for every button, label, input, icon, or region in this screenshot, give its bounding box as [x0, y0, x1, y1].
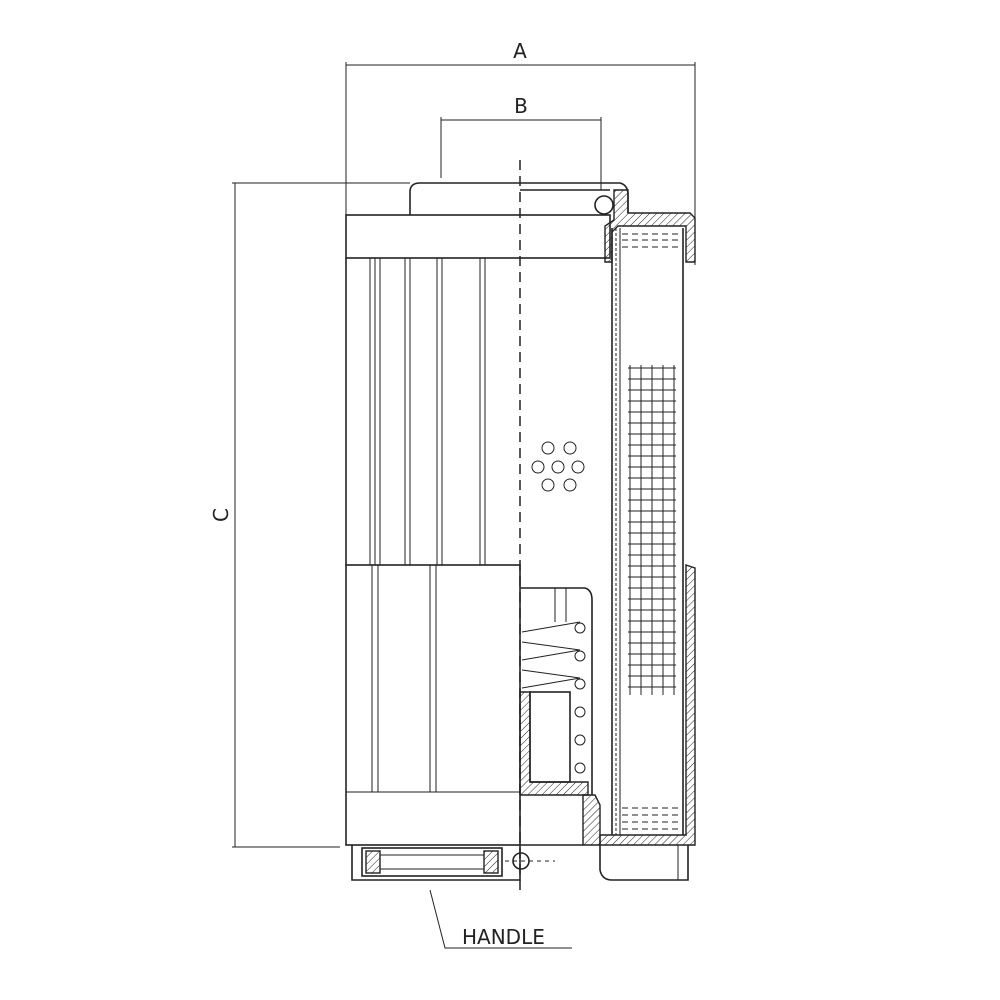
fluid-level-bottom: [622, 807, 680, 830]
dimension-b-label: B: [514, 94, 528, 118]
dimension-c: C: [209, 182, 410, 848]
dimension-b: B: [440, 94, 602, 190]
pleat-body-lower: [345, 564, 521, 846]
bypass-valve-spring: [519, 587, 601, 846]
handle-label: HANDLE: [462, 925, 545, 949]
wire-mesh: [628, 365, 676, 695]
perforation-holes: [531, 441, 585, 492]
dimension-a-label: A: [513, 39, 527, 63]
filter-media-section: [599, 228, 696, 881]
handle: [351, 845, 555, 881]
pleat-body-upper: [345, 258, 486, 565]
top-cap: [345, 182, 696, 263]
handle-callout: HANDLE: [429, 889, 572, 949]
fluid-level-top: [622, 233, 680, 248]
dimension-c-label: C: [209, 508, 233, 522]
